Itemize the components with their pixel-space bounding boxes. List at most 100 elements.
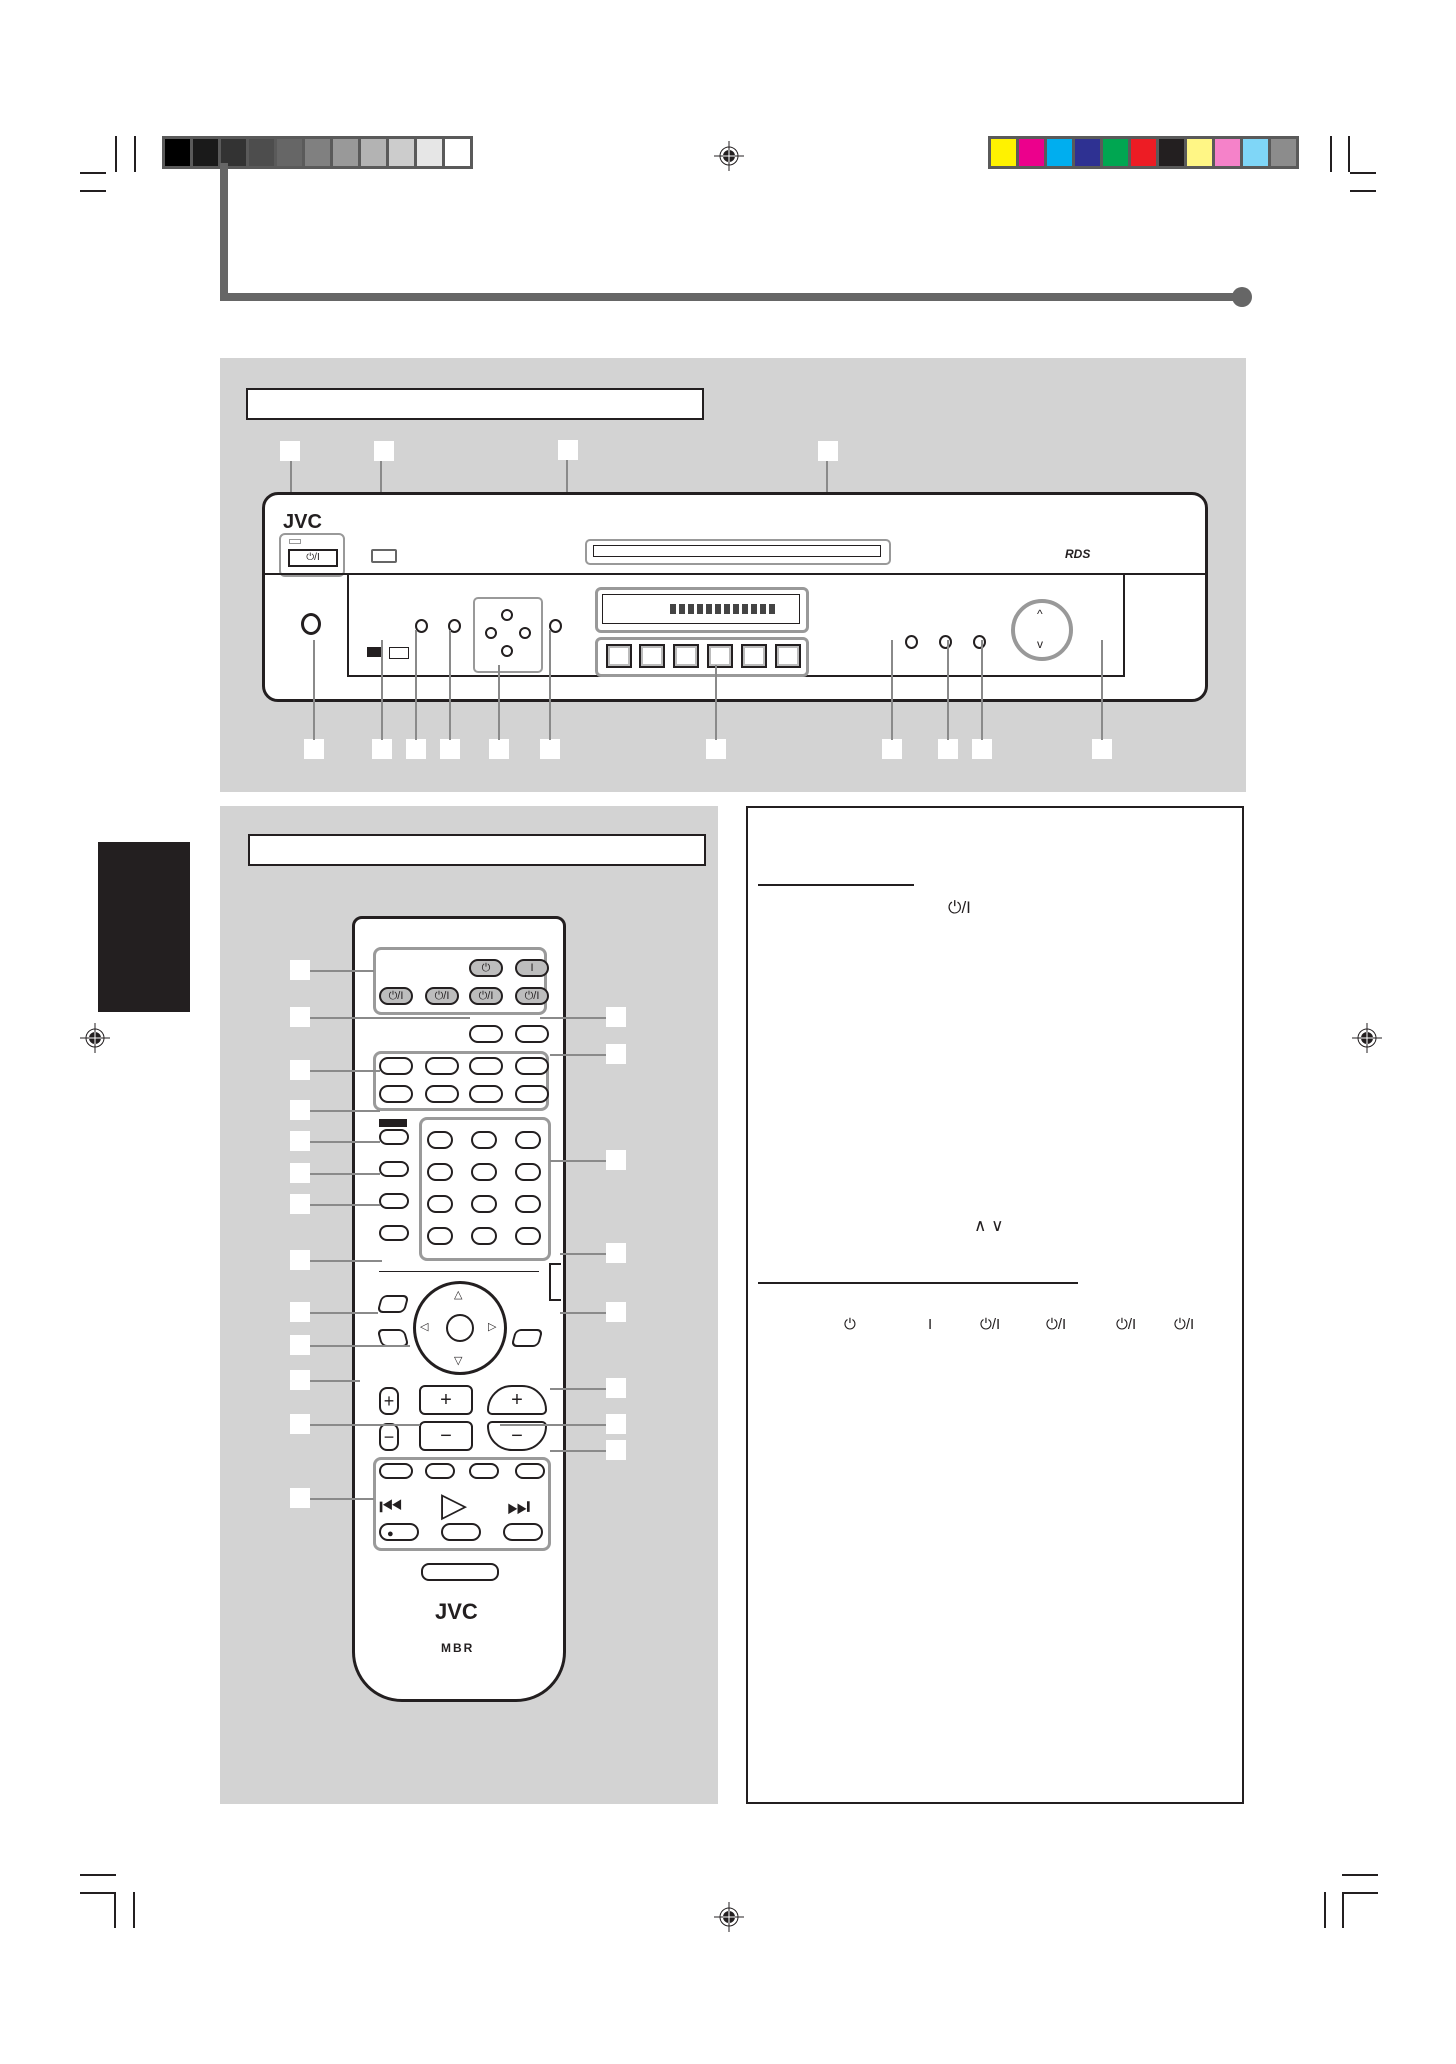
remote-button[interactable] <box>469 1025 503 1043</box>
volume-up-button[interactable]: + <box>419 1385 473 1415</box>
cursor-pad[interactable]: △ ▽ ◁ ▷ <box>413 1281 507 1375</box>
dts-logo <box>367 647 383 657</box>
callout-label <box>606 1044 626 1064</box>
number-button[interactable] <box>427 1131 453 1149</box>
registration-mark-icon <box>714 141 744 171</box>
up-down-symbol: ∧ ∨ <box>974 1216 1004 1235</box>
remote-button[interactable] <box>379 1463 413 1479</box>
source-button[interactable] <box>606 644 632 668</box>
minus-button[interactable]: − <box>379 1423 399 1451</box>
remote-button[interactable] <box>515 1025 549 1043</box>
panel-button[interactable] <box>549 619 562 633</box>
channel-down-button[interactable]: − <box>487 1421 547 1451</box>
callout-label <box>290 1007 310 1027</box>
callout-label <box>290 1163 310 1183</box>
remote-button[interactable] <box>441 1523 481 1541</box>
receiver-front-panel: JVC ⏻/I RDS ^ v <box>262 492 1208 702</box>
callout-label <box>372 739 392 759</box>
swatch <box>1184 136 1215 169</box>
headphone-jack[interactable] <box>301 613 321 635</box>
source-button[interactable] <box>515 1085 549 1103</box>
power-toggle-button[interactable]: ⏻/I <box>425 987 459 1005</box>
power-button-group <box>373 947 547 1015</box>
source-button[interactable] <box>775 644 801 668</box>
swatch <box>358 136 389 169</box>
source-button[interactable] <box>639 644 665 668</box>
cursor-left-button[interactable] <box>485 627 497 639</box>
record-button[interactable]: ● <box>379 1523 419 1541</box>
callout-label <box>606 1150 626 1170</box>
cursor-right-button[interactable] <box>519 627 531 639</box>
power-toggle-button[interactable]: ⏻/I <box>515 987 549 1005</box>
volume-down-button[interactable]: − <box>419 1421 473 1451</box>
number-button[interactable] <box>515 1195 541 1213</box>
number-button[interactable] <box>515 1131 541 1149</box>
remote-button[interactable] <box>376 1295 410 1313</box>
number-button[interactable] <box>515 1227 541 1245</box>
callout-label <box>290 1194 310 1214</box>
callout-label <box>606 1007 626 1027</box>
swatch <box>246 136 277 169</box>
cursor-up-button[interactable] <box>501 609 513 621</box>
plus-button[interactable]: + <box>379 1387 399 1415</box>
source-button[interactable] <box>469 1085 503 1103</box>
swatch <box>414 136 445 169</box>
source-button[interactable] <box>707 644 733 668</box>
panel-button[interactable] <box>415 619 428 633</box>
swatch <box>162 136 193 169</box>
remote-button[interactable] <box>515 1463 545 1479</box>
panel-button[interactable] <box>973 635 986 649</box>
brand-logo: JVC <box>283 511 322 533</box>
enter-button[interactable] <box>446 1314 474 1342</box>
power-toggle-button[interactable]: ⏻/I <box>469 987 503 1005</box>
remote-button[interactable] <box>379 1129 409 1145</box>
panel-button[interactable] <box>448 619 461 633</box>
number-button[interactable] <box>471 1227 497 1245</box>
remote-button[interactable] <box>379 1161 409 1177</box>
source-button[interactable] <box>379 1057 413 1075</box>
remote-button[interactable] <box>421 1563 499 1581</box>
number-button[interactable] <box>515 1163 541 1181</box>
on-button[interactable]: I <box>515 959 549 977</box>
callout-label <box>818 441 838 461</box>
mode-switch[interactable] <box>549 1263 561 1301</box>
number-button[interactable] <box>471 1163 497 1181</box>
remote-button[interactable] <box>510 1329 544 1347</box>
source-button[interactable] <box>673 644 699 668</box>
panel-button[interactable] <box>939 635 952 649</box>
swatch <box>386 136 417 169</box>
standby-button[interactable]: ⏻ <box>469 959 503 977</box>
number-button[interactable] <box>471 1195 497 1213</box>
source-button[interactable] <box>741 644 767 668</box>
source-button[interactable] <box>379 1085 413 1103</box>
source-button[interactable] <box>425 1057 459 1075</box>
source-button[interactable] <box>515 1057 549 1075</box>
play-icon[interactable]: ▷ <box>441 1486 468 1524</box>
remote-control: ⏻ I ⏻/I ⏻/I ⏻/I ⏻/I △ ▽ ◁ ▷ + − + <box>352 916 566 1702</box>
remote-button[interactable] <box>379 1193 409 1209</box>
channel-up-button[interactable]: + <box>487 1385 547 1415</box>
registration-mark-icon <box>1352 1023 1382 1053</box>
swatch <box>1212 136 1243 169</box>
number-button[interactable] <box>427 1163 453 1181</box>
source-button[interactable] <box>469 1057 503 1075</box>
number-button[interactable] <box>471 1131 497 1149</box>
number-button[interactable] <box>427 1227 453 1245</box>
remote-button[interactable] <box>503 1523 543 1541</box>
previous-icon[interactable]: ⏮ <box>379 1491 403 1521</box>
panel-button[interactable] <box>905 635 918 649</box>
power-button[interactable]: ⏻/I <box>288 549 338 567</box>
remote-button[interactable] <box>469 1463 499 1479</box>
number-button[interactable] <box>427 1195 453 1213</box>
remote-button[interactable] <box>379 1225 409 1241</box>
next-icon[interactable]: ⏭ <box>507 1491 531 1521</box>
callout-label <box>558 440 578 460</box>
cursor-down-icon: ▽ <box>454 1355 463 1367</box>
source-button[interactable] <box>425 1085 459 1103</box>
master-volume-control[interactable]: ^ v <box>1011 599 1073 661</box>
cursor-down-button[interactable] <box>501 645 513 657</box>
on-symbol: I <box>928 1316 933 1333</box>
power-toggle-button[interactable]: ⏻/I <box>379 987 413 1005</box>
swatch <box>274 136 305 169</box>
remote-button[interactable] <box>425 1463 455 1479</box>
